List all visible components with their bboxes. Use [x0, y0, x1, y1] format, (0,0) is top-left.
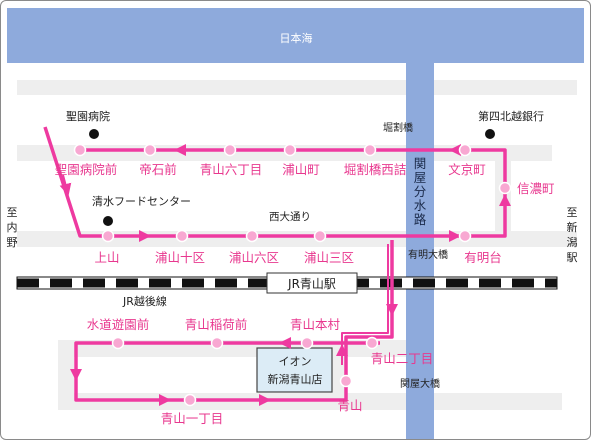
stop-marker — [300, 336, 314, 350]
stop-label: 青山二丁目 — [371, 351, 434, 366]
route-south-loop — [74, 341, 380, 402]
stop-marker — [183, 393, 197, 407]
stop-label: 水道遊園前 — [87, 317, 150, 332]
stop-marker — [101, 229, 115, 243]
bridge-label-horiwari: 堀割橋 — [383, 121, 413, 134]
stop-marker — [498, 181, 512, 195]
river-label: 関屋分水路 — [414, 156, 427, 227]
stop-label: 浦山六区 — [229, 250, 279, 265]
landmark-label: 清水フードセンター — [92, 195, 191, 208]
stop-marker — [210, 336, 224, 350]
aeon-building — [256, 347, 333, 393]
stop-label: 青山稲荷前 — [185, 317, 248, 332]
landmark-label: 聖園病院 — [66, 109, 110, 123]
stop-label: 上山 — [94, 250, 119, 265]
route-south-branch-inner — [341, 244, 389, 346]
stop-label: 有明台 — [464, 250, 502, 265]
stop-marker — [458, 229, 472, 243]
stop-marker — [313, 229, 327, 243]
stop-marker — [458, 143, 472, 157]
stop-marker — [245, 229, 259, 243]
stop-marker — [365, 336, 379, 350]
stop-marker — [73, 143, 87, 157]
sekiya-spillway — [406, 63, 434, 440]
bridge-label-ariake: 有明大橋 — [408, 248, 448, 261]
station-box — [266, 272, 358, 294]
stop-marker — [175, 229, 189, 243]
landmark-marker — [89, 129, 99, 139]
stop-label: 聖園病院前 — [55, 162, 118, 177]
arrow-s-3 — [59, 174, 72, 196]
stop-label: 浦山十区 — [155, 250, 205, 265]
aeon-label-line1: イオン — [279, 355, 312, 368]
aeon-label-line2: 新潟青山店 — [268, 372, 323, 386]
stop-marker — [363, 143, 377, 157]
road-label-nishi: 西大通り — [269, 210, 311, 223]
stop-label: 青山六丁目 — [200, 162, 263, 177]
sea-area — [7, 8, 584, 63]
stop-label: 青山 — [337, 398, 362, 413]
bridge-label-sekiya: 関屋大橋 — [400, 377, 440, 390]
landmark-label: 第四北越銀行 — [478, 109, 544, 123]
road-nishi-odori — [17, 231, 577, 247]
sea-label: 日本海 — [280, 31, 313, 45]
landmark-marker — [485, 129, 495, 139]
stop-label: 堀割橋西詰 — [344, 162, 407, 177]
road-south-west — [58, 340, 74, 410]
route-south-branch — [344, 240, 394, 381]
stop-label: 浦山三区 — [304, 250, 354, 265]
stop-label: 信濃町 — [517, 181, 555, 196]
stop-label: 浦山町 — [282, 162, 320, 177]
stop-label: 青山一丁目 — [161, 411, 224, 426]
stop-marker — [143, 143, 157, 157]
rail-label: JR越後線 — [122, 294, 167, 308]
road-shinano — [495, 145, 511, 247]
road-top-north — [17, 80, 577, 95]
landmark-marker — [103, 216, 113, 226]
stop-label: 文京町 — [448, 162, 486, 177]
stop-label: 青山本村 — [290, 317, 341, 332]
direction-niigata: 至新潟駅 — [567, 206, 578, 264]
stop-marker — [283, 143, 297, 157]
station-label: JR青山駅 — [287, 277, 336, 291]
direction-uchino: 至内野 — [7, 206, 18, 249]
stop-marker — [223, 143, 237, 157]
stop-marker — [339, 374, 353, 388]
stop-label: 帝石前 — [139, 162, 177, 177]
stop-marker — [111, 336, 125, 350]
